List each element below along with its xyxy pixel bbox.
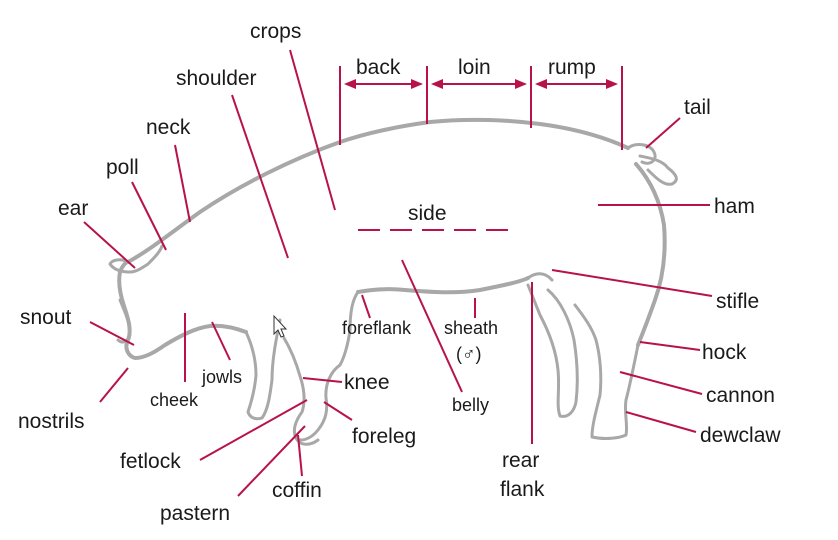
label-sheath-symbol: (♂)	[456, 344, 482, 364]
coffin-leader	[297, 434, 303, 477]
tail-outline	[626, 143, 678, 186]
crops-leader	[289, 49, 336, 211]
labels: crops back loin rump shoulder tail neck …	[18, 20, 781, 525]
foreleg-outline	[282, 290, 360, 442]
foreflank-leader	[361, 294, 371, 319]
label-back: back	[356, 56, 401, 79]
ham-outline	[634, 162, 667, 347]
label-rear: rear	[502, 449, 539, 472]
shoulder-leader	[231, 94, 289, 259]
label-rump: rump	[548, 56, 596, 79]
loin-arrow-right	[515, 79, 527, 89]
cannon-leader	[619, 371, 703, 395]
rear-flank-outline	[526, 272, 554, 282]
label-hock: hock	[702, 341, 747, 364]
rump-arrow-right	[606, 79, 618, 89]
label-snout: snout	[20, 306, 72, 329]
label-dewclaw: dewclaw	[700, 424, 781, 447]
snout-leader	[89, 321, 135, 346]
ear-outline	[108, 244, 164, 274]
label-pastern: pastern	[160, 502, 230, 525]
poll-leader	[131, 181, 167, 251]
ear-leader	[83, 221, 136, 269]
snout-outline	[116, 298, 132, 344]
label-tail: tail	[684, 96, 711, 119]
label-neck: neck	[146, 116, 191, 139]
back-outline	[126, 117, 630, 264]
label-crops: crops	[250, 20, 301, 43]
label-cheek: cheek	[150, 390, 199, 410]
pig-outline	[108, 117, 678, 446]
fetlock-leader	[199, 399, 308, 461]
label-coffin: coffin	[272, 479, 322, 502]
hind-leg-outline	[573, 303, 640, 440]
label-stifle: stifle	[716, 290, 759, 313]
head-outline	[117, 260, 248, 360]
hock-leader	[639, 341, 701, 351]
knee-leader	[302, 377, 343, 383]
neck-leader	[174, 144, 191, 223]
inner-foreleg-outline	[244, 318, 282, 421]
label-ham: ham	[714, 195, 755, 218]
foreleg-leader	[323, 401, 353, 421]
hoof-outline	[294, 436, 320, 446]
label-loin: loin	[458, 56, 491, 79]
label-knee: knee	[344, 371, 390, 394]
label-cannon: cannon	[706, 384, 775, 407]
back-arrow-right	[411, 79, 423, 89]
tail-leader	[645, 117, 681, 149]
inner-hind-leg-outline	[526, 283, 579, 418]
loin-arrow-left	[431, 79, 443, 89]
label-sheath: sheath	[444, 318, 498, 338]
label-belly: belly	[452, 395, 489, 415]
label-fetlock: fetlock	[120, 450, 181, 473]
stifle-leader	[551, 269, 713, 297]
label-foreleg: foreleg	[352, 425, 416, 448]
belly-outline	[356, 276, 530, 295]
jowls-leader	[211, 321, 231, 361]
label-foreflank: foreflank	[342, 318, 412, 338]
label-jowls: jowls	[201, 367, 242, 387]
label-nostrils: nostrils	[18, 410, 85, 433]
leader-lines	[83, 49, 713, 497]
pastern-leader	[237, 425, 306, 497]
back-arrow-left	[344, 79, 356, 89]
belly-leader	[401, 259, 463, 393]
label-side: side	[408, 202, 447, 225]
label-flank: flank	[500, 478, 545, 501]
nostrils-leader	[99, 367, 129, 403]
label-shoulder: shoulder	[176, 67, 257, 90]
label-ear: ear	[58, 197, 88, 220]
rump-arrow-left	[535, 79, 547, 89]
dewclaw-leader	[625, 411, 697, 433]
label-poll: poll	[106, 156, 139, 179]
mouse-pointer-icon	[273, 314, 288, 338]
